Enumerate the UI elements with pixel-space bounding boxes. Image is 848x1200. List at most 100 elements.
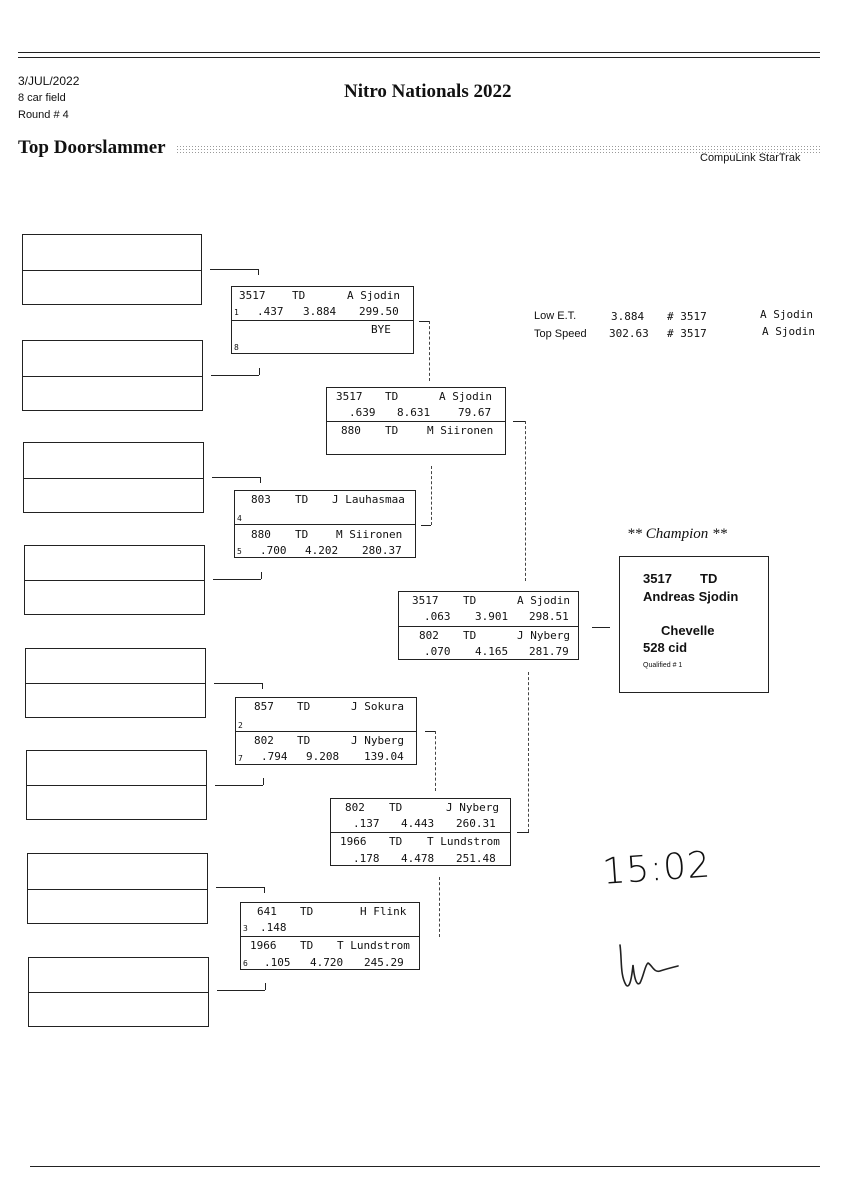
lane-driver: BYE xyxy=(371,323,391,336)
empty-slot-4 xyxy=(24,545,205,615)
connector xyxy=(263,778,264,785)
seed-number: 4 xyxy=(237,514,242,523)
connector xyxy=(210,269,258,270)
lane-mph: 245.29 xyxy=(364,956,404,969)
connector-dashed xyxy=(435,731,437,791)
lane-class: TD xyxy=(389,801,403,814)
lane-rt: .700 xyxy=(260,544,287,557)
lane-driver: M Siironen xyxy=(427,424,494,437)
connector xyxy=(592,627,610,628)
lane-driver: H Flink xyxy=(360,905,407,918)
lane-et: 3.901 xyxy=(475,610,509,623)
lane-driver: J Lauhasmaa xyxy=(332,493,405,506)
lane-class: TD xyxy=(300,939,314,952)
connector xyxy=(213,579,261,580)
empty-slot-6 xyxy=(26,750,207,820)
empty-slot-7 xyxy=(27,853,208,924)
class-title: Top Doorslammer xyxy=(18,137,166,158)
low-et-label: Low E.T. xyxy=(534,310,577,322)
seed-number: 1 xyxy=(234,308,239,317)
header-date: 3/JUL/2022 xyxy=(18,74,80,88)
lane-et: 8.631 xyxy=(397,406,431,419)
connector xyxy=(425,731,435,732)
connector-dashed xyxy=(525,421,527,581)
lane-driver: T Lundstrom xyxy=(337,939,410,952)
lane-mph: 280.37 xyxy=(362,544,402,557)
low-et-value: 3.884 xyxy=(611,310,645,323)
connector-dashed xyxy=(431,466,433,525)
connector xyxy=(265,983,266,990)
lane-rt: .070 xyxy=(424,645,451,658)
empty-slot-5 xyxy=(25,648,206,718)
connector xyxy=(261,572,262,579)
lane-car: 880 xyxy=(341,424,361,437)
lane-driver: A Sjodin xyxy=(439,390,492,403)
lane-class: TD xyxy=(297,700,311,713)
header-round: Round # 4 xyxy=(18,109,69,121)
champion-engine: 528 cid xyxy=(643,640,688,655)
lane-driver: J Nyberg xyxy=(351,734,404,747)
title-dot-fill xyxy=(176,145,820,153)
lane-class: TD xyxy=(297,734,311,747)
lane-et: 3.884 xyxy=(303,305,337,318)
seed-number: 3 xyxy=(243,924,248,933)
empty-slot-3 xyxy=(23,442,204,513)
top-rule xyxy=(18,52,820,53)
lane-car: 802 xyxy=(345,801,365,814)
connector-dashed xyxy=(439,877,441,937)
connector xyxy=(217,990,265,991)
lane-et: 4.165 xyxy=(475,645,509,658)
lane-car: 1966 xyxy=(340,835,367,848)
lane-mph: 260.31 xyxy=(456,817,496,830)
lane-driver: J Sokura xyxy=(351,700,404,713)
connector xyxy=(215,785,263,786)
round1-match-3: 857 TD J Sokura 2 802 TD J Nyberg 7 .794… xyxy=(235,697,417,765)
lane-et: 4.478 xyxy=(401,852,435,865)
semifinal-match-1: 3517 TD A Sjodin .639 8.631 79.67 880 TD… xyxy=(326,387,506,455)
lane-rt: .105 xyxy=(264,956,291,969)
lane-rt: .178 xyxy=(353,852,380,865)
champion-heading: ** Champion ** xyxy=(627,526,728,542)
connector-dashed xyxy=(429,321,431,381)
empty-slot-2 xyxy=(22,340,203,411)
lane-rt: .639 xyxy=(349,406,376,419)
round1-match-1: 3517 TD A Sjodin 1 .437 3.884 299.50 BYE… xyxy=(231,286,414,354)
final-match: 3517 TD A Sjodin .063 3.901 298.51 802 T… xyxy=(398,591,579,660)
lane-class: TD xyxy=(295,528,309,541)
connector xyxy=(259,368,260,375)
lane-driver: A Sjodin xyxy=(517,594,570,607)
lane-car: 641 xyxy=(257,905,277,918)
system-label: CompuLink StarTrak xyxy=(700,152,801,164)
lane-car: 857 xyxy=(254,700,274,713)
lane-mph: 79.67 xyxy=(458,406,492,419)
top-speed-label: Top Speed xyxy=(534,328,587,340)
event-title: Nitro Nationals 2022 xyxy=(344,81,512,102)
bottom-rule xyxy=(30,1166,820,1167)
top-speed-value: 302.63 xyxy=(609,327,649,340)
round1-match-4: 641 TD H Flink 3 .148 1966 TD T Lundstro… xyxy=(240,902,420,970)
lane-rt: .137 xyxy=(353,817,380,830)
lane-rt: .063 xyxy=(424,610,451,623)
low-et-driver: A Sjodin xyxy=(760,308,813,321)
lane-car: 3517 xyxy=(336,390,363,403)
lane-rt: .148 xyxy=(260,921,287,934)
handwritten-signature xyxy=(619,944,679,987)
lane-mph: 251.48 xyxy=(456,852,496,865)
lane-car: 1966 xyxy=(250,939,277,952)
lane-driver: M Siironen xyxy=(336,528,403,541)
lane-car: 802 xyxy=(254,734,274,747)
seed-number: 5 xyxy=(237,547,242,556)
lane-et: 4.202 xyxy=(305,544,339,557)
seed-number: 2 xyxy=(238,721,243,730)
top-speed-car: # 3517 xyxy=(667,327,707,340)
lane-car: 880 xyxy=(251,528,271,541)
lane-et: 9.208 xyxy=(306,750,340,763)
connector xyxy=(264,887,265,893)
lane-class: TD xyxy=(295,493,309,506)
lane-car: 3517 xyxy=(239,289,266,302)
handwritten-time: 15:02 xyxy=(601,844,713,893)
champion-vehicle: Chevelle xyxy=(661,623,715,638)
lane-car: 802 xyxy=(419,629,439,642)
connector xyxy=(260,477,261,483)
lane-car: 803 xyxy=(251,493,271,506)
